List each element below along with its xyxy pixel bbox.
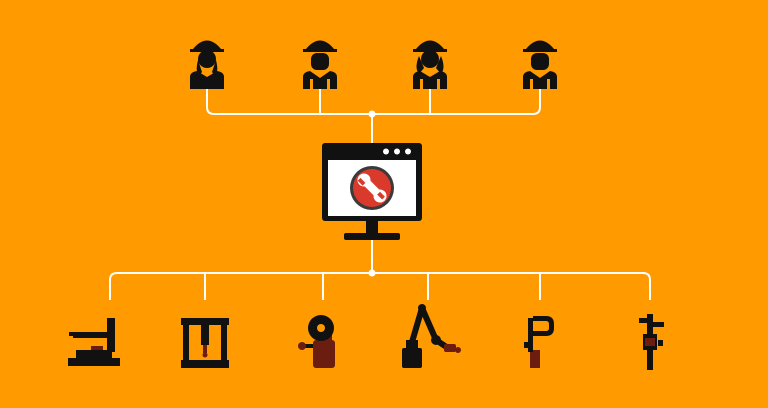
measuring-arm-icon [402,304,461,368]
window-dot-icon [383,148,389,155]
dial-indicator-icon [298,315,335,368]
caliper-icon [639,314,664,370]
monitor-neck [366,221,378,233]
height-gauge-icon [68,318,120,366]
male-worker-icon [303,40,337,89]
wrench-logo-icon [350,166,394,210]
female-worker-icon [190,40,224,89]
window-dot-icon [394,148,400,155]
male-worker-icon [523,40,557,89]
coordinate-measuring-machine-icon [181,318,229,368]
bottom-junction-dot [368,269,376,277]
top-junction-dot [368,110,376,118]
tools-bus [109,272,651,300]
female-worker-icon [413,40,447,89]
window-dot-icon [405,148,411,155]
micrometer-icon [524,316,554,368]
monitor-base [344,233,400,240]
tools-row [68,304,664,370]
monitor-icon [322,143,422,240]
connector-lines [109,88,651,300]
workers-row [190,40,557,89]
